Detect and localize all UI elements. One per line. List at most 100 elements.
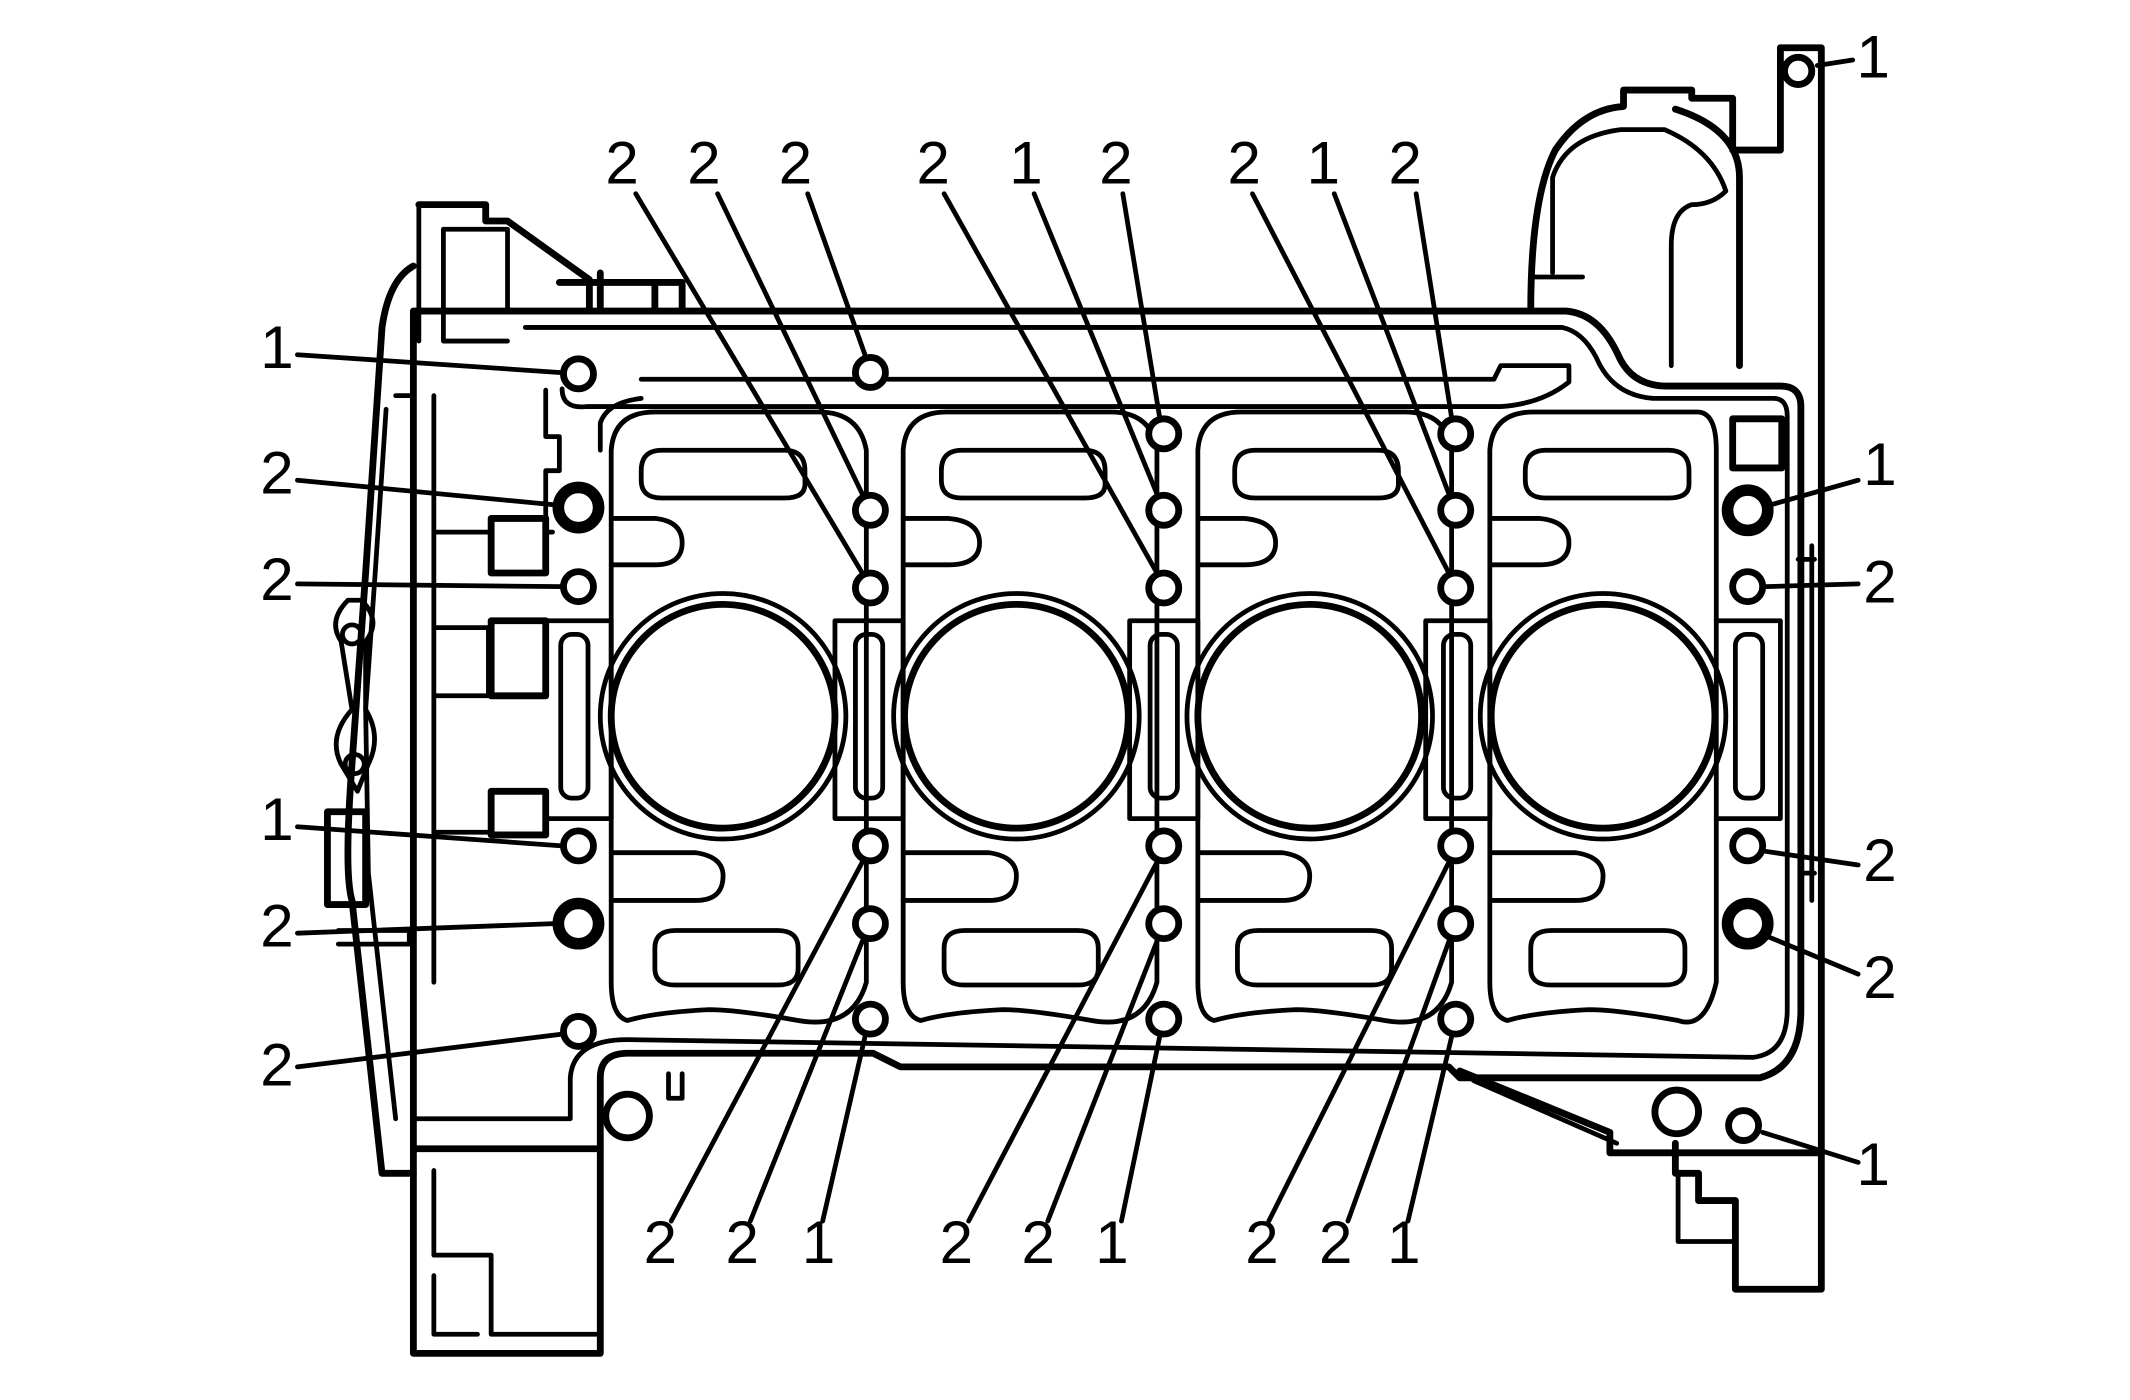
leader-line [1760, 1129, 1861, 1165]
callout-label: 2 [260, 439, 293, 506]
bolt-hole [557, 486, 600, 529]
bolt-hole [1145, 905, 1183, 943]
callout-labels: 1 1 2 2 2 2 1 2 2 1 2 2 1 2 2 1 2 2 2 2 … [260, 23, 1896, 1276]
leader-line [1045, 938, 1160, 1224]
bolt-hole [1145, 827, 1183, 865]
bolt-hole [1145, 415, 1183, 453]
callout-label: 1 [802, 1209, 835, 1276]
bolt-hole [1145, 1000, 1183, 1038]
leader-line [1119, 1034, 1163, 1224]
leader-line [1405, 1034, 1455, 1224]
callout-label: 2 [1863, 827, 1896, 894]
callout-label: 2 [1245, 1209, 1278, 1276]
callout-label: 2 [260, 546, 293, 613]
leader-line [295, 1031, 565, 1070]
callout-label: 1 [260, 314, 293, 381]
callout-label: 1 [1095, 1209, 1128, 1276]
callout-label: 2 [1863, 549, 1896, 616]
bolt-hole [560, 568, 597, 606]
bolt-hole [560, 827, 597, 865]
dowel-hole-left [602, 1090, 653, 1142]
bolt-hole [1437, 491, 1475, 529]
leader-line [295, 824, 565, 849]
leader-line [633, 191, 865, 576]
leader-line [1266, 859, 1452, 1224]
leader-line [805, 191, 868, 358]
bolt-hole [1437, 569, 1475, 607]
leader-line [668, 859, 865, 1224]
dowel-hole-right [1651, 1086, 1702, 1138]
leader-lines [295, 57, 1861, 1224]
bolt-hole [557, 902, 600, 945]
bolt-hole [1725, 1107, 1762, 1144]
callout-label: 2 [916, 130, 949, 197]
bolt-hole [560, 1012, 597, 1050]
callout-label: 2 [725, 1209, 758, 1276]
bolt-hole [1145, 569, 1183, 607]
callout-label: 2 [779, 130, 812, 197]
bolt-hole [1437, 1000, 1475, 1038]
bolt-hole [1145, 491, 1183, 529]
bolt-hole [1721, 484, 1774, 537]
bolt-hole [852, 827, 889, 865]
callout-label: 2 [605, 130, 638, 197]
callout-label: 2 [1228, 130, 1261, 197]
bolt-hole [1437, 905, 1475, 943]
bolt-hole [852, 569, 889, 607]
leader-line [1763, 848, 1861, 868]
leader-line [1031, 191, 1160, 497]
leader-line [747, 938, 865, 1224]
bolt-hole [1437, 415, 1475, 453]
callout-label: 2 [1389, 130, 1422, 197]
leader-line [295, 921, 557, 936]
callout-label: 1 [1307, 130, 1340, 197]
leader-line [295, 581, 565, 590]
callout-label: 2 [1863, 944, 1896, 1011]
leader-line [1768, 477, 1861, 508]
leader-line [820, 1034, 868, 1224]
leader-line [1814, 57, 1856, 68]
bolt-hole [1781, 53, 1816, 88]
leader-line [295, 477, 557, 508]
cylinder-4 [1477, 409, 1729, 1025]
leader-line [1763, 581, 1861, 590]
leader-line [295, 352, 562, 375]
callout-label: 1 [1856, 1131, 1889, 1198]
leader-line [1767, 934, 1861, 977]
bolt-hole [1726, 489, 1769, 532]
bolt-hole [1437, 827, 1475, 865]
bolt-hole [1721, 897, 1774, 950]
block-outline [324, 44, 1825, 1357]
bolt-hole [852, 905, 889, 943]
block-notch [666, 1071, 685, 1101]
callout-label: 2 [644, 1209, 677, 1276]
leader-line [1120, 191, 1163, 420]
bolt-hole [552, 481, 605, 534]
callout-label: 2 [260, 892, 293, 959]
right-pocket [1729, 415, 1786, 472]
callout-label: 1 [1863, 431, 1896, 498]
bolt-hole [1726, 902, 1769, 945]
callout-label: 2 [1022, 1209, 1055, 1276]
bore-bridges [543, 618, 1783, 821]
callout-label: 1 [260, 786, 293, 853]
bolt-hole [1729, 568, 1767, 606]
leader-line [1345, 938, 1452, 1224]
leader-line [941, 191, 1160, 576]
leader-line [1331, 191, 1452, 497]
bolt-holes [552, 53, 1816, 1144]
callout-label: 1 [1856, 23, 1889, 90]
leader-line [966, 859, 1160, 1224]
callout-label: 2 [687, 130, 720, 197]
callout-label: 1 [1009, 130, 1042, 197]
callout-label: 2 [1319, 1209, 1352, 1276]
leader-line [715, 191, 865, 497]
callout-label: 2 [260, 1031, 293, 1098]
bolt-hole [1729, 827, 1767, 865]
callout-label: 2 [940, 1209, 973, 1276]
leader-line [1413, 191, 1455, 420]
leader-line [1250, 191, 1452, 576]
callout-label: 2 [1099, 130, 1132, 197]
callout-label: 1 [1387, 1209, 1420, 1276]
